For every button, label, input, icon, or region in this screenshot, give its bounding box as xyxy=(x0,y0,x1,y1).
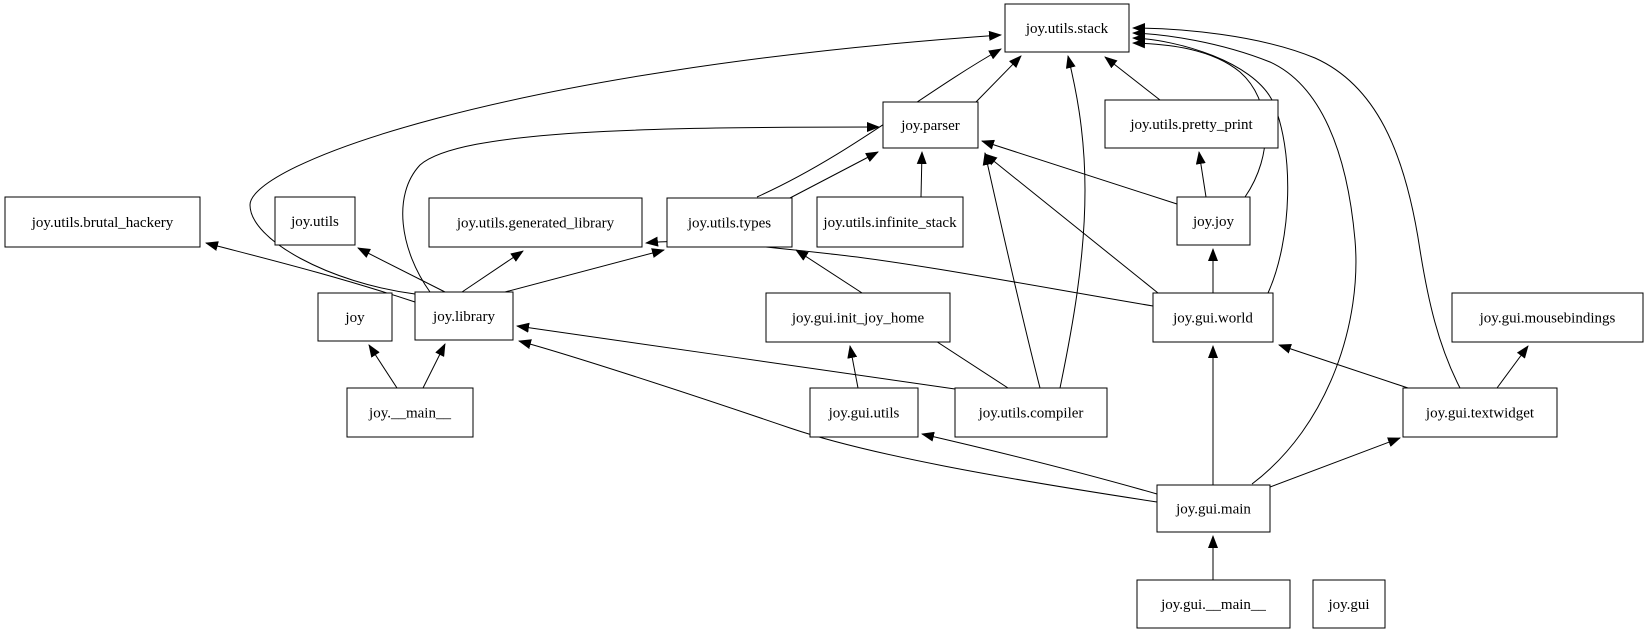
node-joy-gui-textwidget: joy.gui.textwidget xyxy=(1402,387,1558,438)
node-box-joy-gui-textwidget xyxy=(1402,387,1558,438)
node-joy-main-module: joy.__main__ xyxy=(346,387,474,438)
node-label-joy: joy xyxy=(344,310,365,326)
node-joy-utils-pretty-print: joy.utils.pretty_print xyxy=(1104,99,1279,149)
node-label-joy-library: joy.library xyxy=(432,309,495,325)
node-label-joy-utils-compiler: joy.utils.compiler xyxy=(978,406,1084,422)
edge-joy-joy-to-joy-parser xyxy=(981,139,1178,205)
edge-joy-utils-pretty-print-to-joy-utils-stack xyxy=(1104,56,1161,101)
edge-joy-gui-utils-to-joy-gui-init-joy-home xyxy=(847,345,859,389)
edge-joy-gui-world-to-joy-parser xyxy=(984,153,1159,294)
node-box-joy-utils-brutal-hackery xyxy=(4,196,201,248)
node-joy-gui-main: joy.gui.main xyxy=(1156,484,1271,533)
node-box-joy-library xyxy=(414,291,514,341)
node-box-joy-gui-mousebindings xyxy=(1451,292,1644,343)
node-box-joy-main-module xyxy=(346,387,474,438)
node-box-joy xyxy=(317,292,393,342)
edge-joy-library-to-joy-utils-types xyxy=(504,248,665,293)
node-joy-gui-utils: joy.gui.utils xyxy=(809,387,919,438)
node-joy-utils-generated-library: joy.utils.generated_library xyxy=(428,197,643,248)
node-joy-gui: joy.gui xyxy=(1312,579,1386,629)
node-label-joy-parser: joy.parser xyxy=(900,118,960,134)
node-box-joy-utils-stack xyxy=(1004,3,1130,53)
node-joy-joy: joy.joy xyxy=(1176,196,1251,246)
node-box-joy-gui-main xyxy=(1156,484,1271,533)
node-label-joy-utils-infinite-stack: joy.utils.infinite_stack xyxy=(822,215,957,231)
node-label-joy-gui-textwidget: joy.gui.textwidget xyxy=(1425,406,1535,422)
edge-joy-gui-main-to-joy-gui-textwidget xyxy=(1269,437,1401,488)
node-joy-utils-brutal-hackery: joy.utils.brutal_hackery xyxy=(4,196,201,248)
node-label-joy-utils-types: joy.utils.types xyxy=(687,216,771,232)
node-joy-gui-world: joy.gui.world xyxy=(1152,292,1274,343)
edge-joy-library-to-joy-utils-brutal-hackery xyxy=(205,241,416,303)
node-joy-gui-init-joy-home: joy.gui.init_joy_home xyxy=(765,292,951,343)
node-box-joy-gui-utils xyxy=(809,387,919,438)
node-label-joy-gui-init-joy-home: joy.gui.init_joy_home xyxy=(791,311,925,327)
node-box-joy-parser xyxy=(882,101,979,149)
edge-joy-gui-textwidget-to-joy-utils-stack xyxy=(1132,23,1461,389)
edge-joy-utils-infinite-stack-to-joy-parser xyxy=(916,151,927,198)
edge-joy-main--to-joy xyxy=(368,344,398,389)
node-label-joy-utils-stack: joy.utils.stack xyxy=(1025,21,1109,37)
node-label-joy-gui-world: joy.gui.world xyxy=(1172,311,1253,327)
node-box-joy-utils-compiler xyxy=(954,387,1108,438)
node-box-joy-utils-types xyxy=(666,197,793,248)
node-label-joy-main-module: joy.__main__ xyxy=(368,406,451,422)
node-box-joy-utils-pretty-print xyxy=(1104,99,1279,149)
node-label-joy-gui: joy.gui xyxy=(1327,597,1369,613)
node-joy-utils: joy.utils xyxy=(274,196,356,246)
node-joy-gui-main-module: joy.gui.__main__ xyxy=(1136,579,1291,629)
edge-joy-library-to-joy-utils-generated-library xyxy=(461,250,524,293)
node-box-joy-gui-main-module xyxy=(1136,579,1291,629)
edge-joy-utils-compiler-to-joy-utils-stack xyxy=(1059,55,1086,389)
nodes-layer: joy.utils.stack joy.parser joy.utils.prett… xyxy=(4,3,1644,629)
edge-joy-gui-main-to-joy-gui-utils xyxy=(921,431,1158,495)
node-box-joy-gui xyxy=(1312,579,1386,629)
edge-joy-joy-to-joy-utils-stack xyxy=(1132,38,1266,198)
node-label-joy-gui-mousebindings: joy.gui.mousebindings xyxy=(1479,311,1616,327)
node-label-joy-gui-main: joy.gui.main xyxy=(1175,502,1251,518)
edge-joy-main--to-joy-library xyxy=(422,343,446,389)
edge-joy-joy-to-joy-utils-pretty-print xyxy=(1195,151,1207,198)
edge-joy-gui-main-to-joy-utils-stack xyxy=(1132,28,1357,485)
edge-joy-parser-to-joy-utils-stack xyxy=(975,55,1022,103)
edge-joy-utils-types-to-joy-parser xyxy=(789,151,879,199)
edge-joy-utils-compiler-to-joy-library xyxy=(516,322,956,390)
edge-joy-utils-compiler-to-joy-parser xyxy=(982,152,1041,389)
node-joy-utils-stack: joy.utils.stack xyxy=(1004,3,1130,53)
edge-joy-gui-textwidget-to-joy-gui-world xyxy=(1278,344,1409,389)
edge-joy-library-to-joy-utils xyxy=(357,247,446,293)
node-box-joy-gui-init-joy-home xyxy=(765,292,951,343)
node-joy-parser: joy.parser xyxy=(882,101,979,149)
edge-joy-gui-world-to-joy-utils-stack xyxy=(1132,33,1289,294)
edge-joy-library-to-joy-parser xyxy=(402,122,880,293)
node-box-joy-utils-generated-library xyxy=(428,197,643,248)
node-joy-utils-compiler: joy.utils.compiler xyxy=(954,387,1108,438)
edge-joy-library-to-joy-utils-stack xyxy=(249,30,1002,295)
node-label-joy-utils-pretty-print: joy.utils.pretty_print xyxy=(1129,117,1253,133)
node-label-joy-gui-main-module: joy.gui.__main__ xyxy=(1160,597,1266,613)
node-box-joy-gui-world xyxy=(1152,292,1274,343)
node-joy-gui-mousebindings: joy.gui.mousebindings xyxy=(1451,292,1644,343)
edge-joy-gui-main-to-joy-library xyxy=(518,339,1158,503)
node-label-joy-gui-utils: joy.gui.utils xyxy=(828,406,900,422)
edge-joy-gui-textwidget-to-joy-gui-mousebindings xyxy=(1496,345,1529,389)
node-box-joy-utils-infinite-stack xyxy=(816,196,964,248)
node-joy-library: joy.library xyxy=(414,291,514,341)
node-box-joy-joy xyxy=(1176,196,1251,246)
node-box-joy-utils xyxy=(274,196,356,246)
node-label-joy-utils-brutal-hackery: joy.utils.brutal_hackery xyxy=(31,215,174,231)
node-joy-utils-infinite-stack: joy.utils.infinite_stack xyxy=(816,196,964,248)
node-joy: joy xyxy=(317,292,393,342)
node-label-joy-utils: joy.utils xyxy=(290,214,339,230)
node-label-joy-joy: joy.joy xyxy=(1192,214,1235,230)
node-joy-utils-types: joy.utils.types xyxy=(666,197,793,248)
node-label-joy-utils-generated-library: joy.utils.generated_library xyxy=(456,216,615,232)
